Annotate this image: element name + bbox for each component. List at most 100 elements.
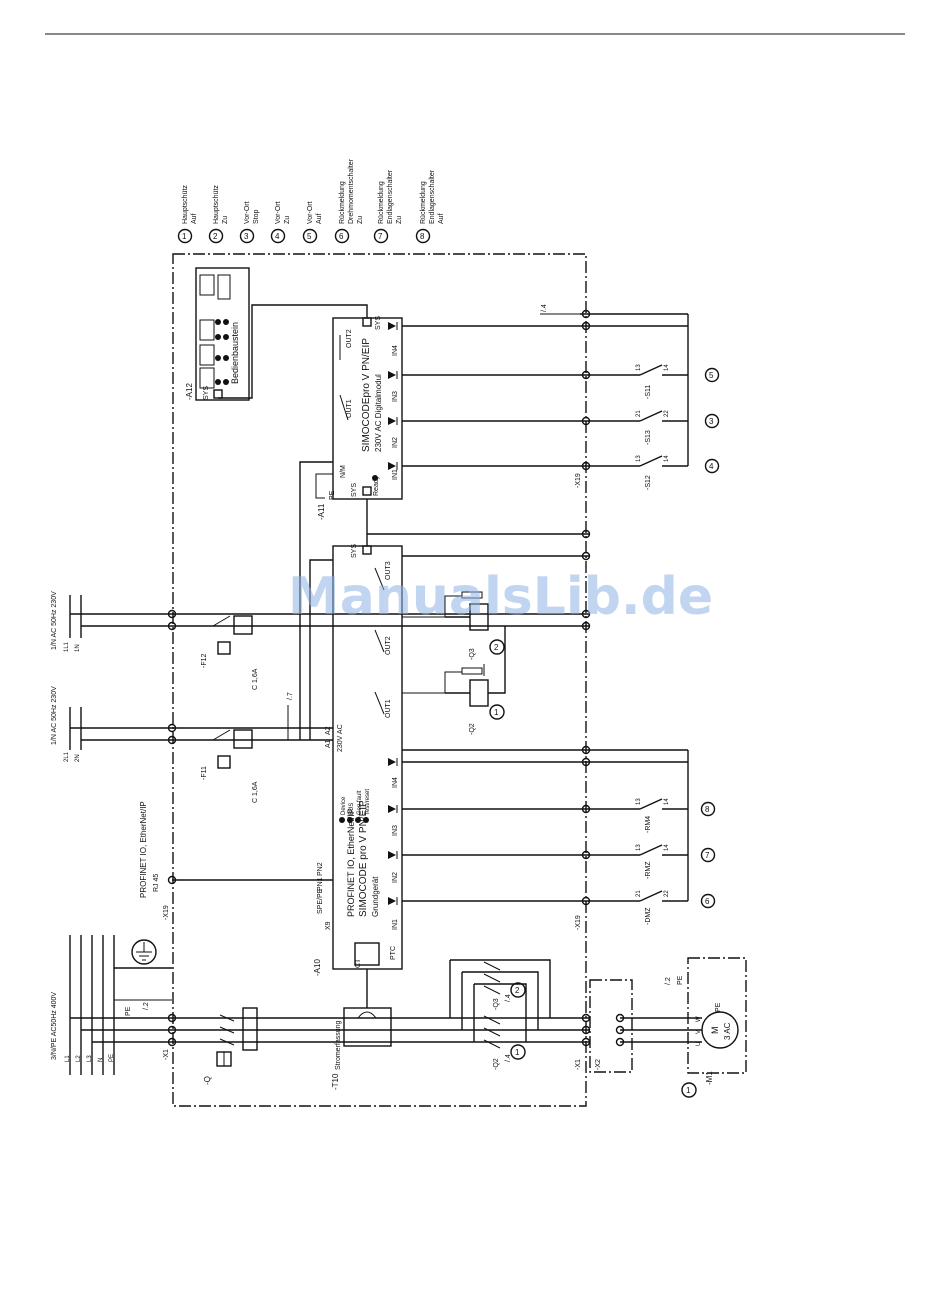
motor-u: U [696,1042,702,1046]
digital-module-sys: SYS [375,316,382,330]
strip-x19-top: -X19 [575,473,582,488]
switch-terminal: 13 [636,844,642,851]
digital-module-ref: -A11 [317,503,326,520]
row-marker-number: 3 [709,417,714,426]
terminal-point [581,804,591,814]
terminal-point [167,621,177,631]
switch-terminal: 14 [664,364,670,371]
strip-x19-bottom: -X19 [575,915,582,930]
current-unit-ref: -T10 [331,1073,340,1090]
row-marker-number: 8 [705,805,710,814]
terminal-point [581,551,591,561]
basic-unit-spe: SPE/PE [317,888,324,914]
led-bus: BUS [349,803,355,815]
switch-contact [639,844,663,856]
motor-pe-ref: /.2 [665,977,672,985]
strip-x2: -X2 [595,1059,602,1070]
basic-unit-out3: OUT3 [385,561,392,580]
terminal-point [581,321,591,331]
legend-marker [373,228,389,244]
digital-module-ready: Ready [373,475,380,496]
legend-number: 5 [307,232,312,241]
row-marker-number: 7 [705,851,710,860]
switch-ref: -RM4 [645,816,652,833]
input-led-icon [388,322,396,330]
basic-unit: SIMOCODE pro V PN/EIP Grundgerät PROFINE… [313,544,403,976]
switch-terminal: 14 [664,798,670,805]
strip-x19-left: -X19 [163,905,170,920]
fuse-f11: -F11 C 1,6A [201,729,259,803]
basic-unit-out1: OUT1 [385,699,392,718]
terminal-point [581,1037,591,1047]
motor-pe: PE [715,1002,722,1012]
motor-w: W [696,1016,702,1022]
aux2-n: 1N [75,644,81,652]
basic-unit-supply: 230V AC [337,724,344,752]
legend-text: Endlagenschalter [387,169,394,224]
operator-panel: Bedienbaustein SYS -A12 [185,267,250,401]
basic-unit-x9: X9 [325,921,332,930]
motor: M 3 AC PE -M1 W V U 1 /.2 PE [589,957,747,1098]
switch-ref: -DMZ [645,907,652,925]
switch-contact [639,890,663,902]
row-marker [704,413,720,429]
terminal-point [581,757,591,767]
terminal-point [167,735,177,745]
fuse-f12-rating: C 1,6A [252,668,259,690]
sys-cable-panel [218,304,368,399]
aux-supply-1: 1/N AC 50Hz 230V 2L1 2N [51,686,333,762]
basic-unit-sys: SYS [351,544,358,558]
legend-text: Vor-Ort [275,201,282,224]
profinet-connection: PROFINET IO, EtherNet/IP RJ 45 [139,801,333,898]
switch-terminal: 13 [636,455,642,462]
terminal-point [581,370,591,380]
legend-text: Hauptschütz [182,185,189,224]
current-measuring-unit: Stromerfassung -T10 [331,969,392,1090]
legend-text: Zu [284,216,291,224]
legend-marker [239,228,255,244]
dm-supply-wire [299,461,333,740]
legend-number: 2 [213,232,218,241]
strip-x1: -X1 [575,1059,582,1070]
coil-q3-ref: -Q3 [469,648,476,660]
terminal-point [167,875,177,885]
legend-text: Auf [316,213,323,224]
legend-text: Zu [357,216,364,224]
terminal-point [581,621,591,631]
basic-unit-port-title: PROFINET IO, EtherNet/IP [346,808,356,917]
fuse-f11-ref: -F11 [201,766,208,780]
digital-module-in4: IN4 [392,345,399,356]
main-conductor-label: L3 [87,1055,93,1062]
row-marker [704,458,720,474]
switch-terminal: 21 [636,410,642,417]
row-marker [700,893,716,909]
neutral-wire [309,559,333,740]
terminal-point [581,1025,591,1035]
legend-text: Vor-Ort [307,201,314,224]
terminal-point [581,745,591,755]
main-supply-label: 3/N/PE AC50Hz 400V [51,992,58,1060]
input-led-icon [388,371,396,379]
input-led-icon [388,417,396,425]
switch-ref: -RMZ [645,861,652,879]
operator-panel-ref: -A12 [185,383,194,400]
legend-text: Endlagenschalter [429,169,436,224]
terminal-point [581,850,591,860]
switch-contact [639,410,663,422]
switch-ref: -S13 [645,430,652,445]
fuse-f12-ref: -F12 [201,654,208,669]
legend-number: 7 [378,232,383,241]
digital-module-title: SIMOCODEpro V PN/EIP [361,338,372,452]
digital-module-in2: IN2 [392,437,399,448]
digital-module-out1: OUT1 [346,399,353,418]
legend-text: Zu [222,216,229,224]
legend-text: Stop [253,209,260,224]
digital-module-nm: N/M [340,465,347,478]
switch-terminal: 13 [636,798,642,805]
terminal-point [167,723,177,733]
coil-q2-ref: -Q2 [469,723,476,735]
input-led-icon [388,851,396,859]
motor-label: M [710,1027,720,1035]
